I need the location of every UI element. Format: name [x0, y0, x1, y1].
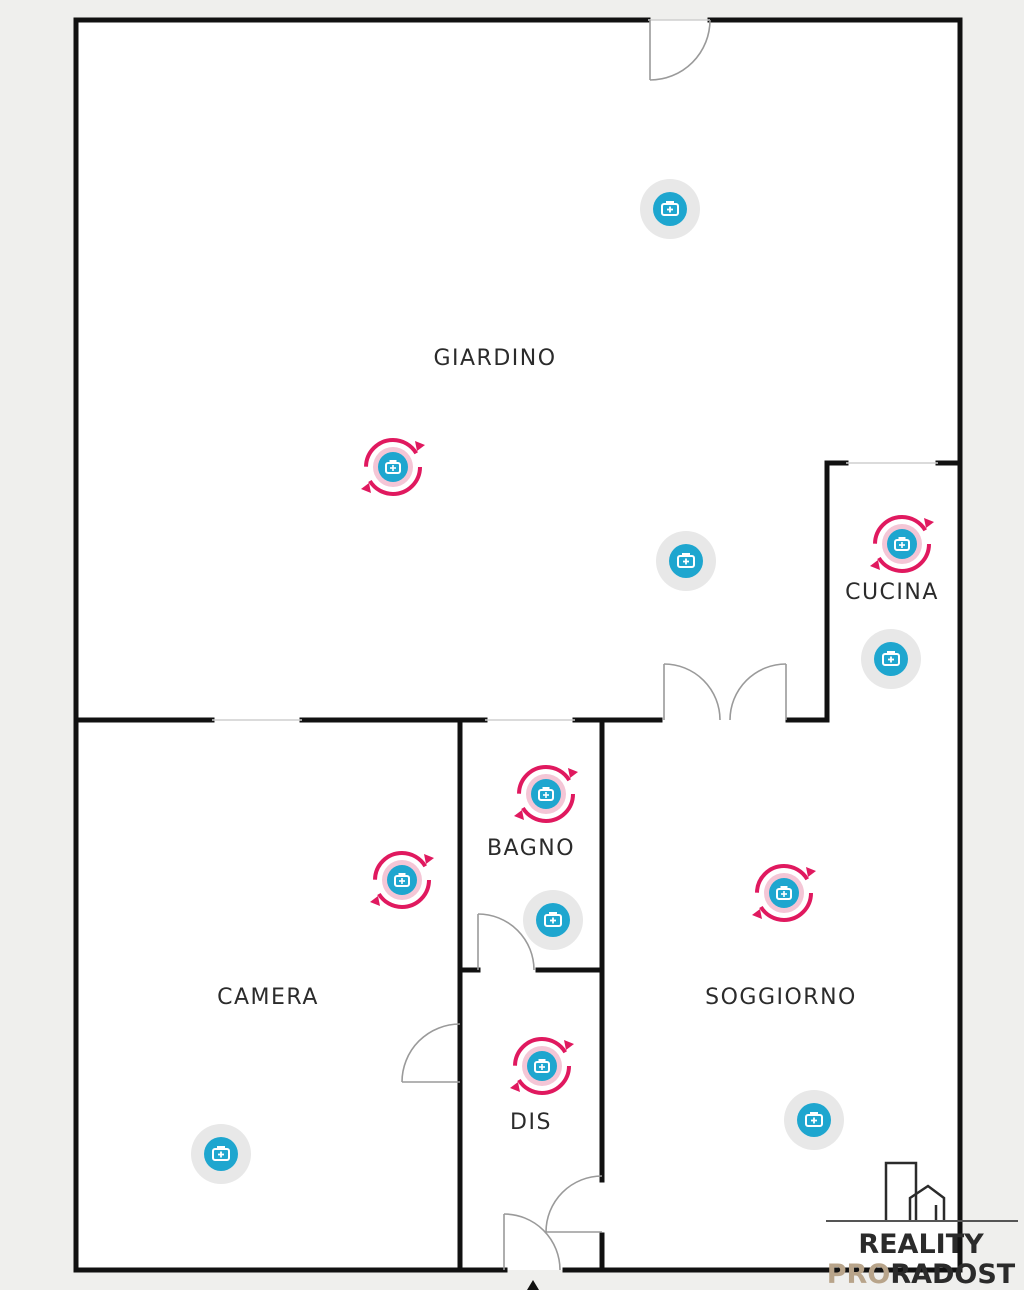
camera-marker[interactable] — [861, 629, 921, 689]
door-entrance — [503, 1213, 561, 1290]
camera-icon — [805, 1112, 823, 1127]
panorama-marker[interactable] — [514, 764, 578, 824]
room-label-dis: DIS — [510, 1110, 552, 1135]
camera-marker[interactable] — [191, 1124, 251, 1184]
brand-line2-radost: RADOST — [890, 1259, 1015, 1290]
room-label-cucina: CUCINA — [845, 580, 939, 605]
door-double-giardino — [663, 663, 787, 721]
brand-line1: REALITY — [858, 1229, 984, 1260]
panorama-marker[interactable] — [370, 850, 434, 910]
wall-openings — [212, 19, 938, 721]
panorama-marker[interactable] — [752, 863, 816, 923]
panorama-360-icon — [776, 886, 792, 900]
walls — [73, 17, 963, 1273]
camera-icon — [544, 912, 562, 927]
panorama-marker[interactable] — [870, 514, 934, 574]
panorama-360-icon — [538, 787, 554, 801]
door-camera — [401, 1023, 461, 1083]
panorama-marker[interactable] — [361, 437, 425, 497]
building-icon — [884, 1161, 946, 1220]
door-top — [649, 19, 711, 81]
camera-icon — [661, 201, 679, 216]
door-bagno — [477, 913, 535, 971]
camera-icon — [212, 1146, 230, 1161]
door-soggiorno — [545, 1175, 603, 1233]
brand-line2-pro: PRO — [827, 1259, 891, 1290]
panorama-360-icon — [394, 873, 410, 887]
camera-marker[interactable] — [656, 531, 716, 591]
camera-marker[interactable] — [784, 1090, 844, 1150]
panorama-marker[interactable] — [510, 1036, 574, 1096]
outside-notch — [827, 20, 960, 463]
room-label-soggiorno: SOGGIORNO — [705, 985, 857, 1010]
brand-line2: PRORADOST — [827, 1259, 1016, 1290]
doors — [401, 19, 787, 1290]
room-label-camera: CAMERA — [217, 985, 319, 1010]
brand-logo: REALITY PRORADOST — [826, 1161, 1018, 1290]
camera-icon — [677, 553, 695, 568]
camera-icon — [882, 651, 900, 666]
camera-marker[interactable] — [640, 179, 700, 239]
panorama-360-icon — [534, 1059, 550, 1073]
room-label-bagno: BAGNO — [487, 836, 575, 861]
camera-marker[interactable] — [523, 890, 583, 950]
panorama-360-icon — [385, 460, 401, 474]
room-label-giardino: GIARDINO — [433, 346, 556, 371]
panorama-360-icon — [894, 537, 910, 551]
